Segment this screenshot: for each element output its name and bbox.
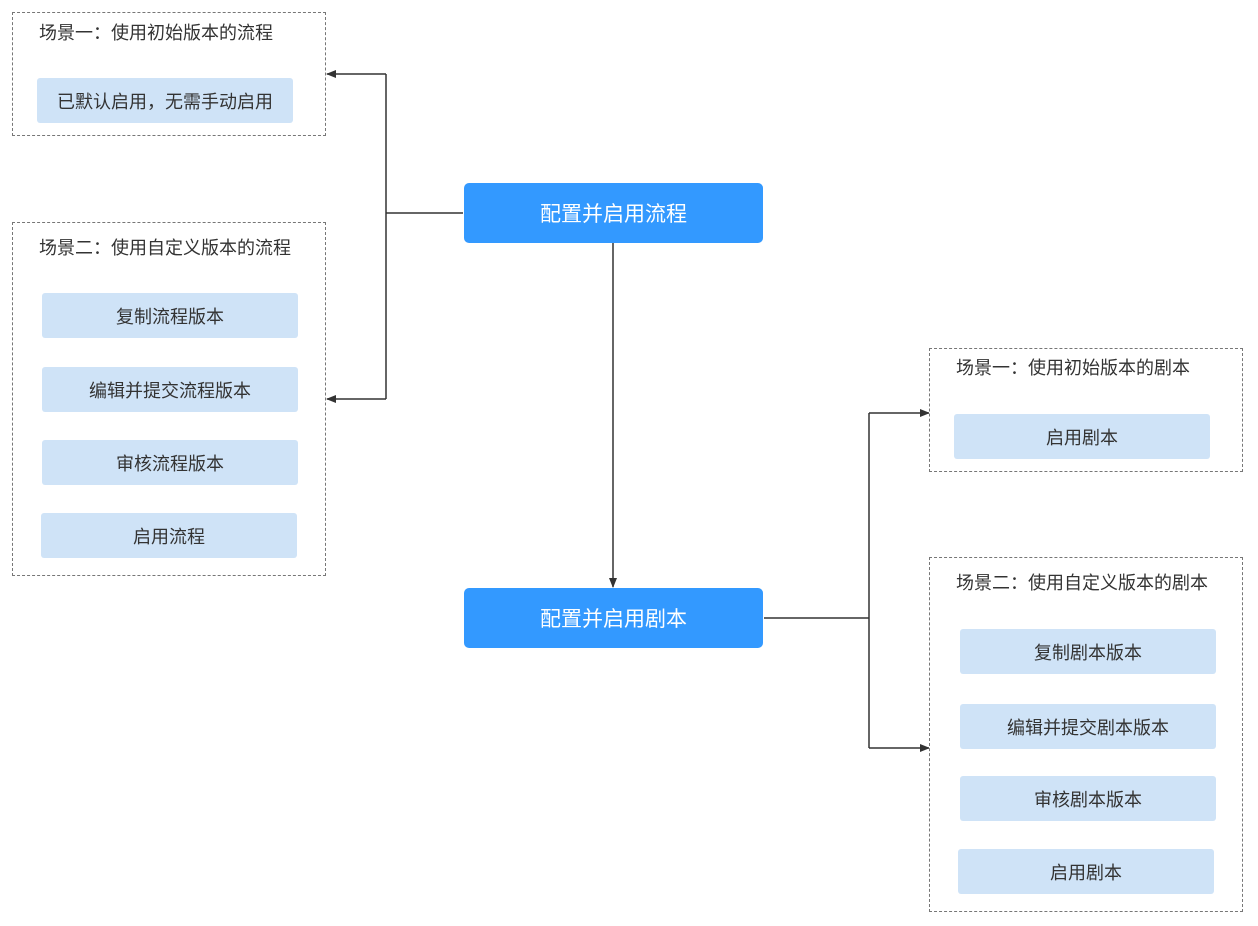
- script-scene2-step-2: 编辑并提交剧本版本: [960, 704, 1216, 749]
- flow-scene2-step-4: 启用流程: [41, 513, 297, 558]
- flow-scene2-title: 场景二：使用自定义版本的流程: [39, 238, 291, 259]
- script-scene2-group: 场景二：使用自定义版本的剧本 复制剧本版本 编辑并提交剧本版本 审核剧本版本 启…: [929, 557, 1243, 912]
- script-scene2-step-4: 启用剧本: [958, 849, 1214, 894]
- script-scene2-step-1: 复制剧本版本: [960, 629, 1216, 674]
- main-node-script: 配置并启用剧本: [464, 588, 763, 648]
- script-scene2-step-3: 审核剧本版本: [960, 776, 1216, 821]
- flow-scene2-step-2: 编辑并提交流程版本: [42, 367, 298, 412]
- script-scene2-title: 场景二：使用自定义版本的剧本: [956, 573, 1208, 594]
- main-node-flow: 配置并启用流程: [464, 183, 763, 243]
- script-scene1-group: 场景一：使用初始版本的剧本 启用剧本: [929, 348, 1243, 472]
- flow-scene1-step-1: 已默认启用，无需手动启用: [37, 78, 293, 123]
- flow-scene2-step-3: 审核流程版本: [42, 440, 298, 485]
- flow-scene2-step-1: 复制流程版本: [42, 293, 298, 338]
- script-scene1-step-1: 启用剧本: [954, 414, 1210, 459]
- flow-scene2-group: 场景二：使用自定义版本的流程 复制流程版本 编辑并提交流程版本 审核流程版本 启…: [12, 222, 326, 576]
- script-scene1-title: 场景一：使用初始版本的剧本: [956, 358, 1190, 379]
- flow-scene1-title: 场景一：使用初始版本的流程: [39, 23, 273, 44]
- flow-scene1-group: 场景一：使用初始版本的流程 已默认启用，无需手动启用: [12, 12, 326, 136]
